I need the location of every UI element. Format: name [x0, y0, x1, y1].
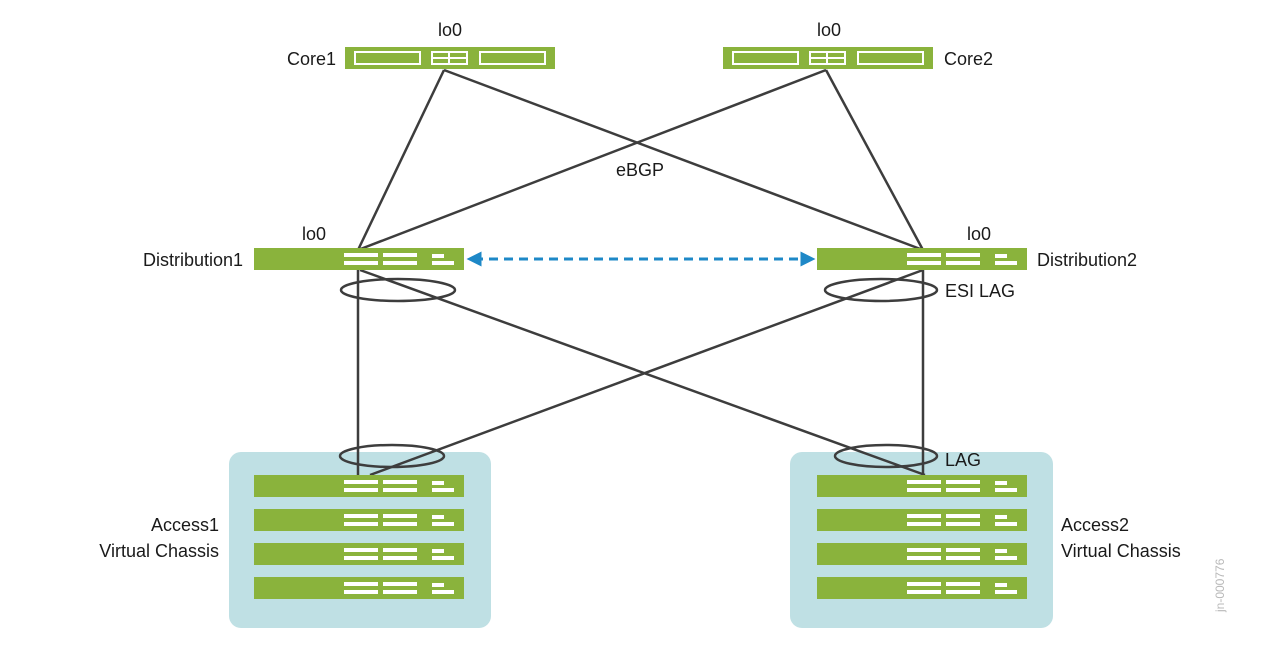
access1-vc-label: Virtual Chassis — [99, 541, 219, 561]
distribution1-switch — [254, 248, 464, 270]
lag-label: LAG — [945, 450, 981, 470]
access2-member-switch — [817, 509, 1027, 531]
access2-member-switch — [817, 543, 1027, 565]
lag-ellipse-access2 — [833, 443, 939, 469]
distribution2-loopback-label: lo0 — [967, 224, 991, 244]
link-dist2-access1 — [369, 268, 924, 477]
core2-switch — [723, 47, 933, 69]
link-core2-dist2 — [824, 69, 925, 251]
distribution1-name-label: Distribution1 — [143, 250, 243, 270]
link-dist1-access2 — [359, 268, 926, 477]
figure-id-label: jn-000776 — [1213, 558, 1227, 613]
core1-loopback-label: lo0 — [438, 20, 462, 40]
access2-name-label: Access2 — [1061, 515, 1129, 535]
access1-member-switch — [254, 475, 464, 497]
distribution2-name-label: Distribution2 — [1037, 250, 1137, 270]
access1-member-switch — [254, 543, 464, 565]
distribution1-loopback-label: lo0 — [302, 224, 326, 244]
core1-switch — [345, 47, 555, 69]
link-core1-dist2 — [443, 68, 924, 252]
access2-member-switch — [817, 475, 1027, 497]
core1-name-label: Core1 — [287, 49, 336, 69]
access1-switch-stack — [254, 475, 464, 599]
link-core2-dist1 — [357, 68, 827, 252]
link-core1-dist1 — [356, 69, 446, 251]
access1-name-label: Access1 — [151, 515, 219, 535]
lag-ellipse-access1 — [338, 443, 446, 469]
access2-member-switch — [817, 577, 1027, 599]
ebgp-label: eBGP — [616, 160, 664, 180]
core2-loopback-label: lo0 — [817, 20, 841, 40]
access1-member-switch — [254, 577, 464, 599]
distribution2-switch — [817, 248, 1027, 270]
access2-vc-label: Virtual Chassis — [1061, 541, 1181, 561]
core2-name-label: Core2 — [944, 49, 993, 69]
access1-member-switch — [254, 509, 464, 531]
esi-lag-label: ESI LAG — [945, 281, 1015, 301]
esi-lag-ellipse-dist1 — [339, 277, 457, 303]
esi-lag-ellipse-dist2 — [823, 277, 939, 303]
access2-switch-stack — [817, 475, 1027, 599]
